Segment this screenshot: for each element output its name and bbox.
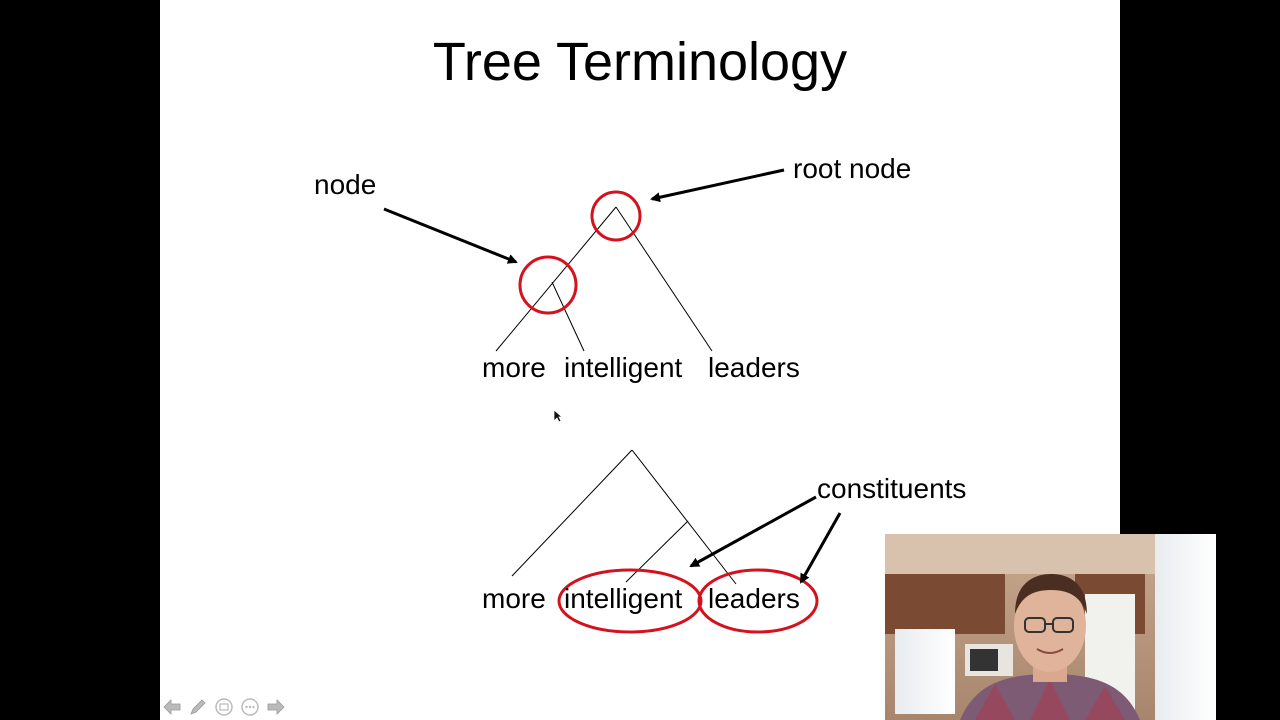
word-leaders: leaders xyxy=(708,352,800,383)
webcam-video xyxy=(885,534,1216,720)
word-more: more xyxy=(482,352,546,383)
next-slide-button[interactable] xyxy=(266,697,286,717)
more-icon xyxy=(241,698,259,716)
slides-icon xyxy=(215,698,233,716)
mouse-cursor-icon xyxy=(553,409,563,423)
constituents-arrow-intelligent xyxy=(689,495,817,568)
slide: Tree Terminology node root node xyxy=(160,0,1120,720)
slide-title: Tree Terminology xyxy=(433,32,847,92)
constituents-arrow-leaders xyxy=(799,512,842,584)
node-label: node xyxy=(314,169,376,200)
constituent-intelligent-highlight xyxy=(557,568,703,634)
see-all-slides-button[interactable] xyxy=(214,697,234,717)
tree-branch xyxy=(495,206,617,352)
word-leaders: leaders xyxy=(708,583,800,614)
presenter-controls xyxy=(162,696,286,718)
word-intelligent: intelligent xyxy=(564,583,683,614)
constituents-label: constituents xyxy=(817,473,966,504)
node-arrow xyxy=(383,207,518,264)
tree-branch xyxy=(511,449,633,577)
bottom-tree: constituents more intelligent leaders xyxy=(482,449,966,634)
pen-tool-button[interactable] xyxy=(188,697,208,717)
word-intelligent: intelligent xyxy=(564,352,683,383)
constituent-leaders-highlight xyxy=(697,568,819,634)
top-tree: node root node more intelligent leaders xyxy=(314,153,911,383)
slide-canvas: Tree Terminology node root node xyxy=(314,32,966,634)
tree-branch xyxy=(615,206,713,352)
root-node-highlight xyxy=(590,190,642,242)
root-node-arrow xyxy=(650,168,785,203)
webcam-overlay xyxy=(885,534,1216,720)
tree-branch xyxy=(551,281,585,352)
word-more: more xyxy=(482,583,546,614)
previous-slide-button[interactable] xyxy=(162,697,182,717)
node-highlight xyxy=(518,255,578,315)
arrow-right-icon xyxy=(267,699,285,715)
tree-branch xyxy=(625,520,689,583)
arrow-left-icon xyxy=(163,699,181,715)
root-node-label: root node xyxy=(793,153,911,184)
more-options-button[interactable] xyxy=(240,697,260,717)
tree-branch xyxy=(631,449,737,585)
pen-icon xyxy=(190,699,206,715)
